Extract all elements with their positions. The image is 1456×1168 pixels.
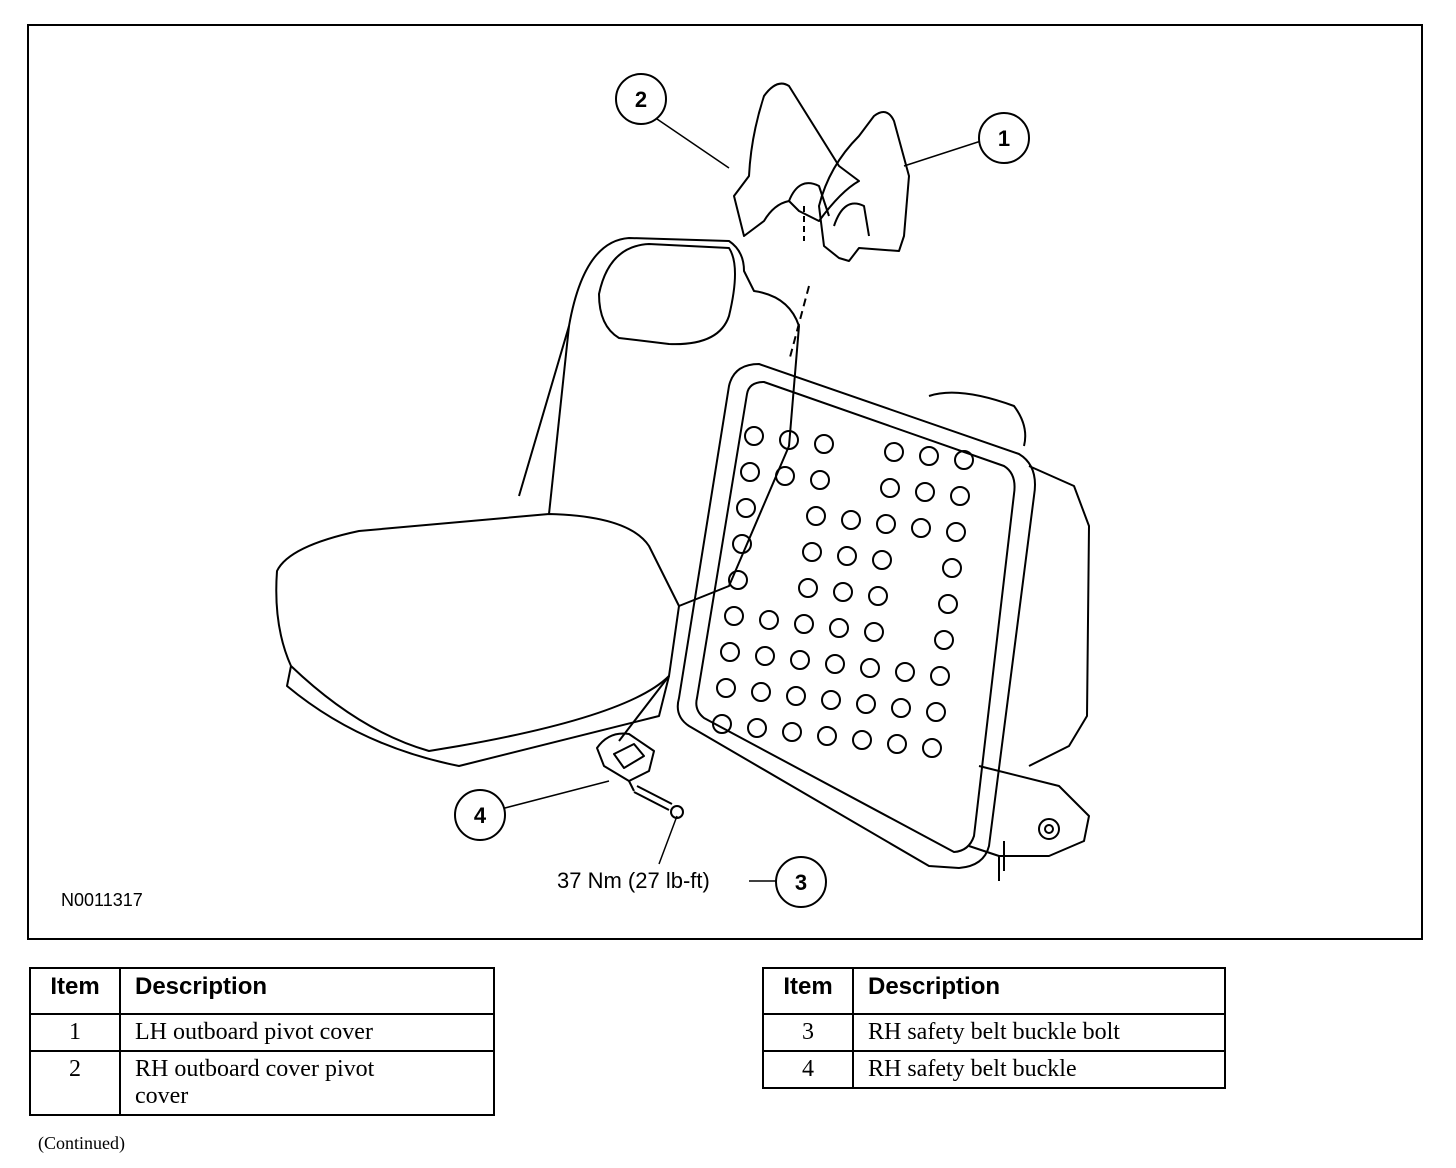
description-cell: LH outboard pivot cover — [119, 1013, 495, 1052]
figure-id: N0011317 — [61, 890, 143, 910]
legend-table-left: Item Description 1 LH outboard pivot cov… — [29, 967, 495, 1116]
description-header: Description — [852, 967, 1226, 1015]
table-header-row: Item Description — [29, 967, 495, 1015]
seatback-hole — [876, 514, 896, 534]
seatback-hole — [884, 442, 904, 462]
seatback-hole — [829, 618, 849, 638]
seatback-hole — [716, 678, 736, 698]
item-header: Item — [762, 967, 854, 1015]
seatback-hole — [724, 606, 744, 626]
item-cell: 2 — [29, 1050, 121, 1116]
description-header: Description — [119, 967, 495, 1015]
seatback-hole — [712, 714, 732, 734]
seatback-hole — [798, 578, 818, 598]
seatback-hole — [744, 426, 764, 446]
item-header: Item — [29, 967, 121, 1015]
seatback-hole — [868, 586, 888, 606]
table-row: 3 RH safety belt buckle bolt — [762, 1013, 1226, 1052]
seatback-hole — [790, 650, 810, 670]
table-row: 1 LH outboard pivot cover — [29, 1013, 495, 1052]
seatback-hole — [860, 658, 880, 678]
description-cell: RH outboard cover pivot cover — [119, 1050, 495, 1116]
seatback-hole — [802, 542, 822, 562]
seat-cushion — [275, 513, 680, 752]
seatback-hole — [759, 610, 779, 630]
callout-4: 4 — [474, 803, 487, 828]
seatback-hole — [872, 550, 892, 570]
seatback-hole — [856, 694, 876, 714]
seatback-hole — [852, 730, 872, 750]
seatback-hole — [825, 654, 845, 674]
item-cell: 4 — [762, 1050, 854, 1089]
callout-2: 2 — [635, 87, 647, 112]
seatback-hole — [814, 434, 834, 454]
seatback-hole — [736, 498, 756, 518]
seatback-hole — [915, 482, 935, 502]
seatback-hole — [837, 546, 857, 566]
seatback-hole — [794, 614, 814, 634]
table-row: 2 RH outboard cover pivot cover — [29, 1050, 495, 1116]
seatback-hole — [954, 450, 974, 470]
seatback-hole — [728, 570, 748, 590]
torque-spec: 37 Nm (27 lb-ft) — [557, 868, 710, 893]
item-cell: 1 — [29, 1013, 121, 1052]
seat-back — [518, 237, 800, 607]
seatback-hole — [926, 702, 946, 722]
pivot-cover-rh — [733, 82, 860, 237]
pivot-cover-lh — [818, 111, 910, 262]
seatback-hole — [895, 662, 915, 682]
seatback-hole — [720, 642, 740, 662]
folded-seatback — [676, 363, 1036, 869]
seatback-hole — [786, 686, 806, 706]
seatback-hole — [817, 726, 837, 746]
seatback-hole — [732, 534, 752, 554]
seatback-hole — [864, 622, 884, 642]
table-row: 4 RH safety belt buckle — [762, 1050, 1226, 1089]
callout-3: 3 — [795, 870, 807, 895]
seatback-hole — [782, 722, 802, 742]
item-cell: 3 — [762, 1013, 854, 1052]
legend-table-right: Item Description 3 RH safety belt buckle… — [762, 967, 1226, 1089]
seatback-hole — [911, 518, 931, 538]
seatback-hole — [922, 738, 942, 758]
seatback-hole — [740, 462, 760, 482]
seatback-hole — [775, 466, 795, 486]
figure-frame: 2 1 3 4 37 Nm (27 lb-ft) N0011317 — [27, 24, 1423, 940]
seatback-hole — [779, 430, 799, 450]
seatback-hole — [930, 666, 950, 686]
seatback-hole — [919, 446, 939, 466]
seatback-hole — [942, 558, 962, 578]
description-cell: RH safety belt buckle bolt — [852, 1013, 1226, 1052]
seatback-hole — [810, 470, 830, 490]
seatback-hole — [806, 506, 826, 526]
continued-note: (Continued) — [38, 1133, 125, 1153]
buckle-bolt — [633, 785, 673, 811]
seatback-hole — [938, 594, 958, 614]
seatback-hole — [751, 682, 771, 702]
seat-diagram: 2 1 3 4 — [275, 73, 1090, 908]
callout-1: 1 — [998, 126, 1010, 151]
seatback-hole — [833, 582, 853, 602]
seatback-hole — [946, 522, 966, 542]
seatback-hole — [841, 510, 861, 530]
seatback-hole — [891, 698, 911, 718]
description-cell: RH safety belt buckle — [852, 1050, 1226, 1089]
safety-belt-buckle — [596, 732, 655, 782]
seatback-hole — [880, 478, 900, 498]
headrest — [598, 243, 736, 346]
seatback-hole — [821, 690, 841, 710]
table-header-row: Item Description — [762, 967, 1226, 1015]
seatback-hole — [950, 486, 970, 506]
seatback-hole — [934, 630, 954, 650]
seatback-hole — [887, 734, 907, 754]
seatback-hole — [747, 718, 767, 738]
seatback-hole — [755, 646, 775, 666]
